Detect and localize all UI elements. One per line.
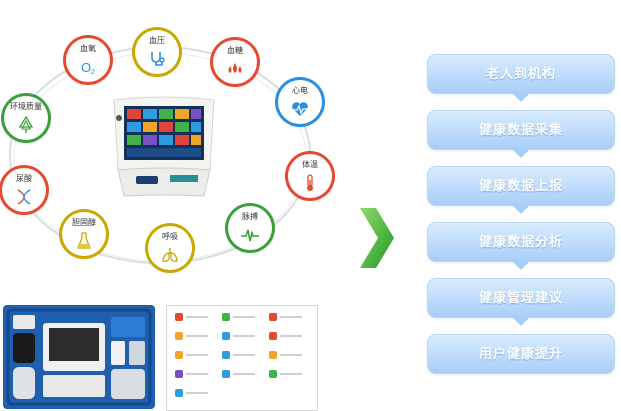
heart-wave-icon <box>292 102 308 116</box>
measurement-label: 血氧 <box>80 44 96 53</box>
measurement-label: 脉搏 <box>242 212 258 221</box>
workflow-step: 健康数据上报 <box>427 166 615 214</box>
workflow-step: 健康数据分析 <box>427 222 615 270</box>
measurement-label: 呼吸 <box>162 232 178 241</box>
workflow-step-label: 健康数据分析 <box>478 234 563 249</box>
stethoscope-icon <box>151 52 165 66</box>
workflow-step-label: 老人到机构 <box>485 66 556 81</box>
svg-text:O: O <box>81 60 91 75</box>
measurement-label: 尿酸 <box>16 174 32 183</box>
workflow-step-label: 健康数据上报 <box>478 178 563 193</box>
health-kiosk-device <box>113 96 215 197</box>
o2-icon: O 2 <box>81 60 95 76</box>
medical-kit-contents <box>6 308 152 406</box>
pulse-icon <box>241 229 259 242</box>
down-arrow-icon <box>512 149 530 158</box>
lungs-icon <box>162 248 178 262</box>
tree-icon <box>18 116 34 133</box>
green-chevron-arrow-icon <box>360 208 394 268</box>
measurement-label: 体温 <box>302 160 318 169</box>
measurement-node-uric-acid: 尿酸 <box>2 168 46 212</box>
portable-medical-kit <box>3 305 155 409</box>
measurement-node-blood-sugar: 血糖 <box>213 40 257 84</box>
workflow-step-label: 用户健康提升 <box>478 346 563 361</box>
measurement-label: 心电 <box>292 86 308 95</box>
down-arrow-icon <box>512 317 530 326</box>
measurement-node-ecg: 心电 <box>278 80 322 124</box>
workflow-step: 老人到机构 <box>427 54 615 102</box>
workflow-step-label: 健康数据采集 <box>478 122 563 137</box>
measurement-node-pulse: 脉搏 <box>228 206 272 250</box>
measurement-node-blood-oxygen: 血氧 O 2 <box>66 38 110 82</box>
svg-text:2: 2 <box>91 69 95 76</box>
measurement-label: 血糖 <box>227 46 243 55</box>
flask-icon <box>77 232 91 249</box>
measurement-node-blood-pressure: 血压 <box>135 30 179 74</box>
workflow-step: 健康数据采集 <box>427 110 615 158</box>
thermometer-icon <box>307 174 313 191</box>
drops-icon <box>228 63 242 73</box>
measurement-label: 胆固醇 <box>72 218 96 227</box>
workflow-step: 健康管理建议 <box>427 278 615 326</box>
measurement-label: 血压 <box>149 36 165 45</box>
down-arrow-icon <box>512 205 530 214</box>
down-arrow-icon <box>512 261 530 270</box>
down-arrow-icon <box>512 93 530 102</box>
health-report-sheet <box>166 305 318 411</box>
workflow-step-label: 健康管理建议 <box>478 290 563 305</box>
measurement-label: 环境质量 <box>10 102 42 111</box>
measurement-node-environment: 环境质量 <box>4 96 48 140</box>
measurement-node-cholesterol: 胆固醇 <box>62 212 106 256</box>
workflow-step: 用户健康提升 <box>427 334 615 374</box>
measurement-node-respiration: 呼吸 <box>148 226 192 270</box>
dna-icon <box>17 189 31 205</box>
measurement-node-temperature: 体温 <box>288 154 332 198</box>
